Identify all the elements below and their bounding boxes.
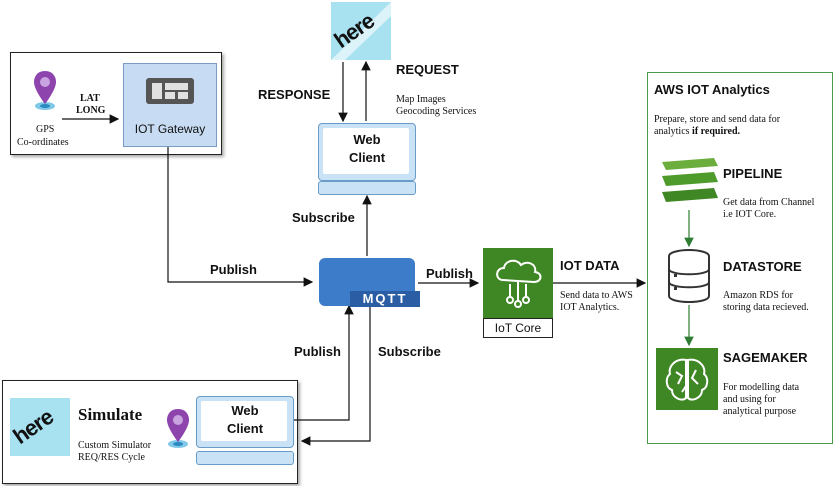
gateway-publish-arrow <box>167 146 314 287</box>
publish-left-label: Publish <box>210 262 257 277</box>
request-label: REQUEST <box>396 62 459 77</box>
sagemaker-desc-line1: For modelling data <box>723 382 800 393</box>
pipeline-desc-line1: Get data from Channel <box>723 197 815 208</box>
iot-data-desc-line1: Send data to AWS <box>560 290 633 301</box>
web-client-top-base <box>318 181 416 195</box>
sagemaker-desc-line3: analytical purpose <box>723 406 797 417</box>
sagemaker-title: SAGEMAKER <box>723 350 808 365</box>
gps-label-line2: Co-ordinates <box>17 137 69 148</box>
lat-label: LAT <box>80 93 100 104</box>
pipeline-icon <box>662 158 718 202</box>
gps-label-line1: GPS <box>36 124 55 135</box>
web-client-bottom-line1: Web <box>231 403 259 418</box>
iot-data-desc-line2: IOT Analytics. <box>560 302 620 313</box>
simulator-subscribe-arrow <box>300 306 371 446</box>
aws-panel-title: AWS IOT Analytics <box>654 82 770 97</box>
iot-data-title: IOT DATA <box>560 258 620 273</box>
sagemaker-brain-icon <box>665 358 709 401</box>
location-pin-icon <box>34 71 56 110</box>
here-logo-text-bottom: here <box>8 404 58 450</box>
pipeline-desc-line2: i.e IOT Core. <box>723 209 777 220</box>
iot-core-cloud-icon <box>496 259 542 308</box>
web-client-top-line1: Web <box>353 132 381 147</box>
aws-intro-line1: Prepare, store and send data for <box>654 114 781 125</box>
gateway-device-icon <box>146 78 194 104</box>
subscribe-top-label: Subscribe <box>292 210 355 225</box>
web-client-bottom-base <box>196 451 294 465</box>
simulator-pin-icon <box>167 409 189 448</box>
response-label: RESPONSE <box>258 87 331 102</box>
simulate-desc-line2: REQ/RES Cycle <box>78 452 145 463</box>
sagemaker-node <box>656 348 718 410</box>
aws-intro-line2: analytics if required. <box>654 126 741 137</box>
datastore-title: DATASTORE <box>723 259 802 274</box>
services-line2: Geocoding Services <box>396 106 477 117</box>
publish-right-label: Publish <box>426 266 473 281</box>
long-label: LONG <box>76 105 106 116</box>
iot-core-label: IoT Core <box>483 318 553 338</box>
web-client-top-line2: Client <box>348 150 386 165</box>
sagemaker-desc-line2: and using for <box>723 394 776 405</box>
datastore-desc-line2: storing data recieved. <box>723 302 809 313</box>
iot-gateway-node: IOT Gateway <box>123 63 217 147</box>
web-client-bottom-line2: Client <box>226 421 264 436</box>
web-client-bottom-monitor: Web Client <box>196 396 294 448</box>
simulate-title: Simulate <box>78 405 143 424</box>
web-client-top-monitor: Web Client <box>318 123 416 181</box>
publish-bottom-label: Publish <box>294 344 341 359</box>
simulate-desc-line1: Custom Simulator <box>78 440 152 451</box>
simulator-publish-arrow <box>293 304 354 421</box>
iot-core-node <box>483 248 553 318</box>
here-logo-bottom: here <box>8 398 70 456</box>
datastore-desc-line1: Amazon RDS for <box>723 290 793 301</box>
here-logo-top: here <box>329 2 391 60</box>
subscribe-bottom-label: Subscribe <box>378 344 441 359</box>
services-line1: Map Images <box>396 94 446 105</box>
iot-gateway-label: IOT Gateway <box>134 122 206 136</box>
mqtt-label: MQTT <box>350 291 420 307</box>
pipeline-title: PIPELINE <box>723 166 783 181</box>
here-logo-icon <box>331 2 391 60</box>
datastore-icon <box>668 249 710 303</box>
